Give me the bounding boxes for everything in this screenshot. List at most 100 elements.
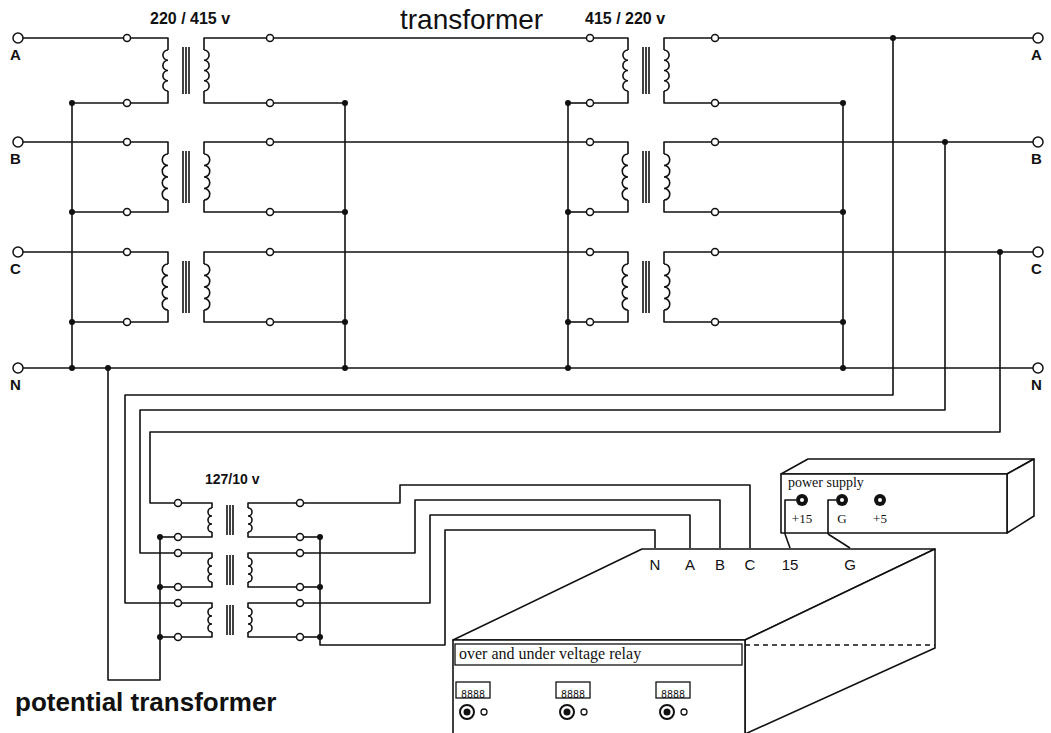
wire (248, 582, 300, 587)
terminal (175, 600, 182, 607)
terminal (124, 249, 131, 256)
wire (71, 103, 73, 368)
transformer-core (226, 605, 228, 635)
wire (715, 211, 843, 213)
transformer-core (182, 47, 184, 94)
transformer-core (185, 47, 187, 94)
transformer-core (182, 261, 184, 313)
winding-coil (204, 264, 210, 310)
junction-dot (565, 100, 571, 106)
wire (23, 367, 1033, 369)
label-holder: potential transformer (15, 688, 277, 718)
wire (178, 503, 212, 508)
junction-dot (840, 319, 846, 325)
winding-coil (248, 558, 252, 582)
label-holder: A (10, 46, 21, 64)
transformer-core (232, 605, 234, 635)
wire (715, 141, 1033, 143)
terminal (1033, 247, 1043, 257)
transformer-core (182, 151, 184, 203)
terminal (297, 550, 304, 557)
hidden-edge (745, 644, 935, 646)
binding-post (836, 494, 848, 506)
adjust-knob (460, 705, 474, 719)
connecting-wire (828, 534, 850, 548)
transformer-core (642, 151, 644, 203)
label-holder: 220 / 415 v (150, 10, 230, 28)
diagram-label: transformer (400, 4, 543, 36)
diagram-label: 8888 (661, 689, 685, 701)
terminal (267, 319, 274, 326)
label-holder: C (10, 260, 21, 278)
transformer-core (229, 505, 231, 535)
transformer-core (648, 261, 650, 313)
diagram-label: B (715, 556, 725, 573)
wire (23, 141, 127, 143)
wire (248, 503, 300, 508)
label-holder: +5 (880, 509, 894, 527)
wire (590, 252, 628, 264)
label-holder: 8888 (673, 684, 697, 702)
winding-coil (623, 50, 628, 91)
diagram-label: 15 (782, 556, 799, 573)
transformer-core (648, 47, 650, 94)
terminal (124, 319, 131, 326)
winding-coil (248, 608, 252, 632)
binding-post-hole (800, 498, 804, 502)
transformer-core (229, 555, 231, 585)
wire (23, 251, 127, 253)
transformer-core (642, 47, 644, 94)
terminal (297, 534, 304, 541)
transformer-core (185, 261, 187, 313)
wire (178, 582, 212, 587)
diagram-label: +5 (873, 512, 887, 527)
wire (127, 200, 168, 212)
terminal (175, 550, 182, 557)
terminal (712, 249, 719, 256)
adjust-knob (660, 705, 674, 719)
winding-coil (208, 508, 212, 532)
junction-dot (157, 534, 163, 540)
wire (127, 38, 168, 50)
diagram-label: G (837, 512, 846, 527)
transformer-core (188, 151, 190, 203)
winding-coil (204, 154, 210, 200)
transformer-core (229, 605, 231, 635)
winding-coil (664, 154, 670, 200)
binding-post (796, 494, 808, 506)
wire (127, 91, 168, 103)
winding-coil (162, 264, 168, 310)
wire (715, 321, 843, 323)
junction-dot (69, 365, 75, 371)
transformer-core (188, 47, 190, 94)
label-holder: 15 (790, 556, 807, 574)
terminal (175, 584, 182, 591)
junction-dot (69, 100, 75, 106)
junction-dot (69, 209, 75, 215)
adjust-knob-center (664, 709, 671, 716)
box-top-face (781, 459, 1034, 474)
adjust-knob (560, 705, 574, 719)
terminal (267, 100, 274, 107)
label-holder: N (10, 376, 21, 394)
diagram-label: C (1031, 260, 1042, 277)
diagram-label: potential transformer (15, 688, 277, 718)
binding-post-hole (840, 498, 844, 502)
label-holder: +15 (802, 509, 822, 527)
diagram-label: A (1031, 46, 1042, 63)
wire (828, 500, 836, 534)
transformer-core (645, 261, 647, 313)
wire (204, 38, 270, 50)
wire (204, 200, 270, 212)
terminal (297, 584, 304, 591)
wire (178, 632, 212, 637)
label-holder: C (750, 556, 761, 574)
binding-post (874, 494, 886, 506)
transformer-core (232, 555, 234, 585)
transformer-core (648, 151, 650, 203)
wire (248, 532, 300, 537)
terminal (1033, 33, 1043, 43)
diagram-label: C (10, 260, 21, 277)
junction-dot (317, 634, 323, 640)
terminal (124, 139, 131, 146)
